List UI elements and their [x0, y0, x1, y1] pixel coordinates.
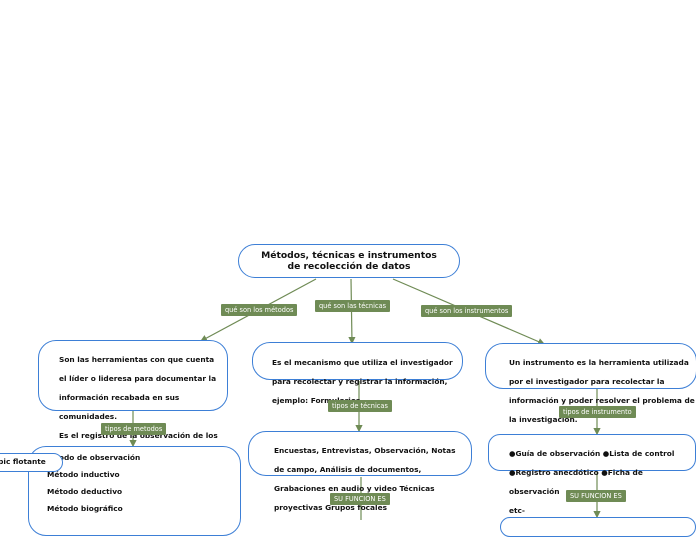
instrumentos-function-node[interactable]: [500, 517, 696, 537]
instrumentos-types: ●Guía de observación ●Lista de control ●…: [509, 449, 675, 515]
label-tipos-tecnicas[interactable]: tipos de técnicas: [328, 400, 392, 412]
root-title: Métodos, técnicas e instrumentos de reco…: [261, 249, 437, 272]
tecnicas-definition-node[interactable]: Es el mecanismo que utiliza el investiga…: [252, 342, 463, 405]
list-item: Método inductivo: [47, 470, 120, 479]
label-tecnicas-funcion[interactable]: SU FUNCION ES: [330, 493, 390, 505]
floating-topic[interactable]: Topic flotante: [0, 453, 63, 472]
label-tipos-metodos[interactable]: tipos de metodos: [101, 423, 167, 435]
label-instrumentos[interactable]: qué son los instrumentos: [421, 305, 513, 317]
metodos-definition-node[interactable]: Son las herramientas con que cuenta el l…: [38, 340, 228, 478]
instrumentos-definition-node[interactable]: Un instrumento es la herramienta utiliza…: [485, 343, 696, 424]
root-topic[interactable]: Métodos, técnicas e instrumentos de reco…: [238, 244, 460, 278]
floating-topic-label: Topic flotante: [0, 457, 46, 467]
label-instrumentos-funcion[interactable]: SU FUNCION ES: [566, 490, 626, 502]
list-item: Método biográfico: [47, 504, 123, 513]
label-tecnicas[interactable]: qué son las técnicas: [315, 300, 391, 312]
instrumentos-definition: Un instrumento es la herramienta utiliza…: [509, 358, 695, 424]
list-item: Método de observación: [43, 453, 141, 462]
tecnicas-types: Encuestas, Entrevistas, Observación, Not…: [274, 446, 456, 512]
list-item: Método deductivo: [47, 487, 123, 496]
label-tipos-instrumento[interactable]: tipos de instrumento: [559, 406, 636, 418]
instrumentos-types-node[interactable]: ●Guía de observación ●Lista de control ●…: [488, 434, 696, 515]
label-metodos[interactable]: qué son los métodos: [221, 304, 298, 316]
tecnicas-types-node[interactable]: Encuestas, Entrevistas, Observación, Not…: [248, 431, 472, 512]
